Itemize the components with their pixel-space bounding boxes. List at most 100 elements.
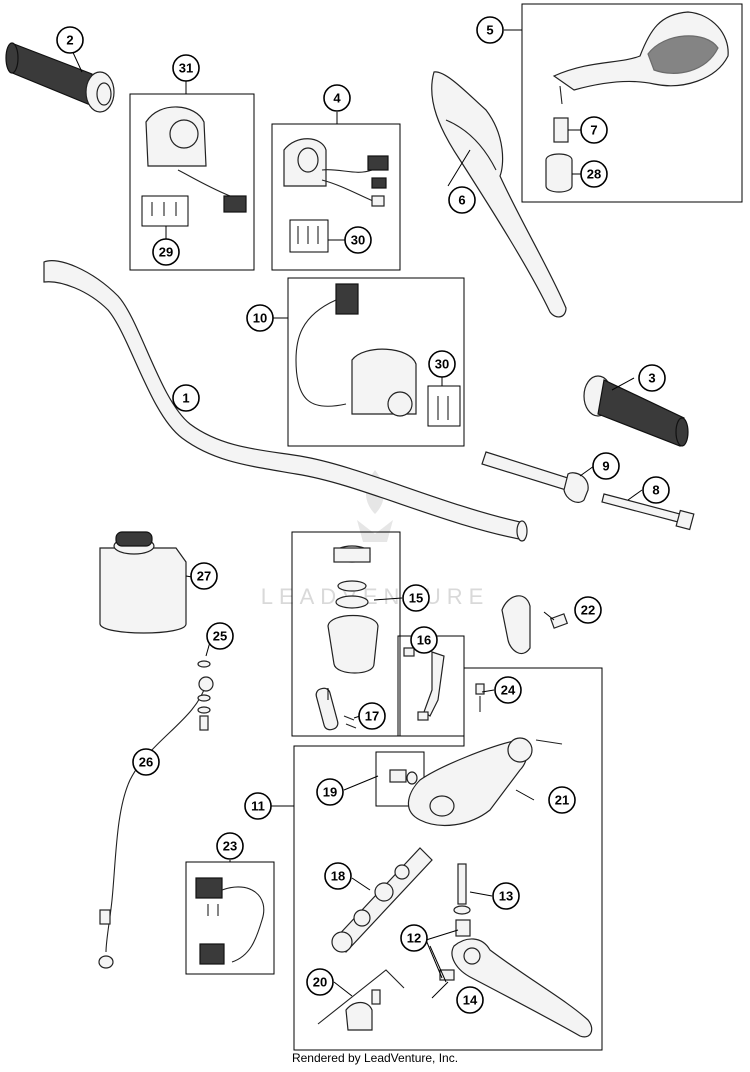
brake-hose-26: [98, 676, 214, 969]
callout-20: 20: [306, 968, 334, 996]
switch-assembly-10: [295, 283, 449, 420]
svg-text:26: 26: [139, 755, 153, 770]
callout-8: 8: [642, 476, 670, 504]
callout-27: 27: [190, 562, 218, 590]
part-19: [389, 769, 418, 785]
switch-assembly-4: [283, 138, 389, 244]
callout-10: 10: [246, 304, 274, 332]
svg-text:25: 25: [213, 629, 227, 644]
box-reservoir-15: [291, 531, 401, 737]
callout-31: 31: [172, 54, 200, 82]
fittings-25: [197, 660, 211, 731]
box-screws-29: [141, 195, 189, 227]
callout-1: 1: [172, 384, 200, 412]
svg-text:20: 20: [313, 975, 327, 990]
svg-text:30: 30: [435, 357, 449, 372]
svg-text:19: 19: [323, 785, 337, 800]
callout-4: 4: [323, 84, 351, 112]
piston-kit-18: [331, 847, 433, 953]
svg-text:23: 23: [223, 839, 237, 854]
svg-text:12: 12: [407, 931, 421, 946]
callout-19: 19: [316, 778, 344, 806]
footer-credit: Rendered by LeadVenture, Inc.: [292, 1051, 458, 1065]
svg-text:24: 24: [501, 683, 516, 698]
callout-18: 18: [324, 862, 352, 890]
callout-22: 22: [574, 596, 602, 624]
callout-12: 12: [400, 924, 428, 952]
svg-text:2: 2: [66, 33, 73, 48]
right-grip: [583, 375, 689, 447]
left-grip: [5, 42, 115, 113]
svg-text:22: 22: [581, 603, 595, 618]
svg-text:4: 4: [333, 91, 341, 106]
callout-15: 15: [402, 584, 430, 612]
watermark: LEADVENTURE: [261, 470, 490, 609]
box-switch-10: [287, 277, 465, 447]
svg-text:27: 27: [197, 569, 211, 584]
bracket-16: [403, 647, 445, 721]
svg-text:9: 9: [602, 459, 609, 474]
callout-3: 3: [638, 364, 666, 392]
svg-text:17: 17: [365, 709, 379, 724]
svg-text:3: 3: [648, 371, 655, 386]
reservoir-15: [315, 545, 379, 731]
callout-30a: 30: [344, 226, 372, 254]
svg-text:1: 1: [182, 391, 189, 406]
switch-assembly-31: [145, 106, 247, 216]
master-cylinder-11: [407, 683, 563, 827]
box-screws-30a: [289, 219, 329, 253]
callout-6: 6: [448, 186, 476, 214]
callout-17: 17: [358, 702, 386, 730]
svg-text:7: 7: [590, 123, 597, 138]
box-screws-30b: [427, 385, 461, 427]
svg-text:28: 28: [587, 167, 601, 182]
switch-assembly-23: [195, 877, 265, 965]
svg-text:6: 6: [458, 193, 465, 208]
callout-11: 11: [244, 792, 272, 820]
svg-text:30: 30: [351, 233, 365, 248]
svg-text:14: 14: [463, 993, 478, 1008]
watermark-text: LEADVENTURE: [261, 584, 490, 609]
clutch-lever-6: [431, 71, 567, 318]
callout-23: 23: [216, 832, 244, 860]
svg-text:5: 5: [486, 23, 493, 38]
box-master-cylinder-11: [293, 667, 603, 1051]
bar-end-9: [481, 451, 589, 503]
callout-16: 16: [410, 626, 438, 654]
part-20: [317, 969, 405, 1031]
callout-5: 5: [476, 16, 504, 44]
callout-14: 14: [456, 986, 484, 1014]
svg-text:18: 18: [331, 869, 345, 884]
svg-text:13: 13: [499, 889, 513, 904]
bolt-8: [601, 493, 695, 531]
callout-25: 25: [206, 622, 234, 650]
clamp-22: [501, 595, 569, 654]
callout-7: 7: [580, 116, 608, 144]
svg-text:16: 16: [417, 633, 431, 648]
svg-text:11: 11: [251, 799, 265, 814]
callout-24: 24: [494, 676, 522, 704]
callout-28: 28: [580, 160, 608, 188]
svg-text:21: 21: [555, 793, 569, 808]
brake-lever-12: [439, 919, 593, 1038]
svg-text:8: 8: [652, 483, 659, 498]
callout-30b: 30: [428, 350, 456, 378]
box-switch-31: [129, 93, 255, 271]
callout-29: 29: [152, 238, 180, 266]
svg-text:29: 29: [159, 245, 173, 260]
svg-text:10: 10: [253, 311, 267, 326]
callout-21: 21: [548, 786, 576, 814]
callout-2: 2: [56, 26, 84, 54]
watermark-logo-icon: [357, 470, 393, 542]
callout-26: 26: [132, 748, 160, 776]
callout-9: 9: [592, 452, 620, 480]
brake-fluid-bottle-27: [99, 531, 187, 634]
handlebar: [43, 260, 528, 542]
box-mirror-5: [521, 3, 743, 203]
svg-text:15: 15: [409, 591, 423, 606]
callout-13: 13: [492, 882, 520, 910]
svg-text:31: 31: [179, 61, 193, 76]
box-switch-4: [271, 123, 401, 271]
mirror-assembly-5: [545, 11, 729, 193]
